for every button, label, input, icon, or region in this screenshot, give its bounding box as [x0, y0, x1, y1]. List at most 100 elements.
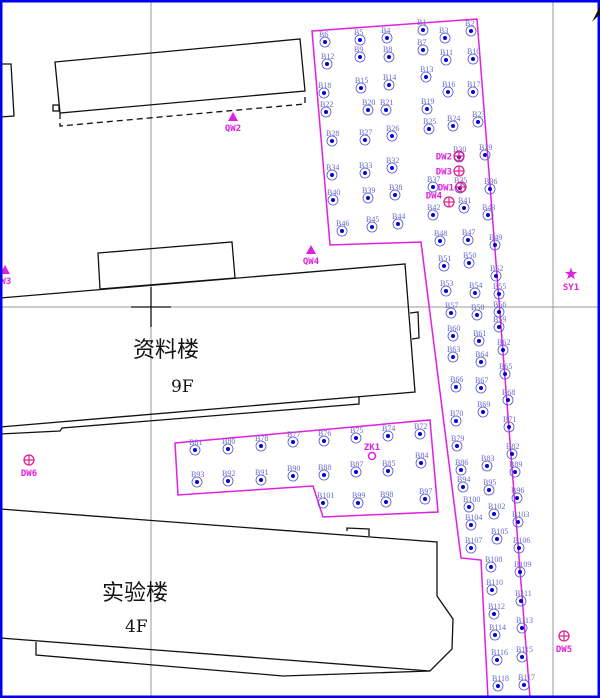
borehole[interactable]: B57: [445, 301, 458, 319]
borehole[interactable]: B14: [383, 73, 396, 91]
borehole[interactable]: B28: [326, 129, 339, 147]
borehole[interactable]: B75: [350, 426, 363, 444]
borehole[interactable]: B20: [362, 98, 375, 116]
borehole[interactable]: B108: [485, 555, 502, 573]
borehole[interactable]: B86: [455, 458, 468, 476]
borehole[interactable]: B99: [352, 491, 365, 509]
borehole[interactable]: B90: [287, 464, 300, 482]
borehole[interactable]: B104: [465, 513, 482, 531]
borehole[interactable]: B4: [381, 26, 393, 44]
borehole[interactable]: B50: [463, 251, 476, 269]
borehole[interactable]: B37: [427, 175, 440, 193]
borehole[interactable]: B64: [475, 350, 488, 368]
well-point[interactable]: DW6: [21, 454, 37, 479]
borehole[interactable]: B36: [484, 177, 497, 195]
borehole[interactable]: B103: [512, 510, 529, 528]
borehole[interactable]: B109: [514, 560, 531, 578]
borehole[interactable]: B52: [490, 264, 503, 282]
borehole[interactable]: B92: [222, 469, 235, 487]
borehole[interactable]: B55: [493, 282, 506, 300]
borehole[interactable]: B32: [386, 156, 399, 174]
borehole[interactable]: B53: [440, 279, 453, 297]
borehole[interactable]: B116: [491, 648, 508, 666]
borehole[interactable]: B66: [450, 375, 463, 393]
borehole[interactable]: B5: [354, 28, 366, 46]
borehole[interactable]: B59: [493, 315, 506, 333]
borehole[interactable]: B115: [516, 645, 533, 663]
borehole[interactable]: B7: [417, 38, 429, 56]
borehole[interactable]: B34: [326, 163, 339, 181]
borehole[interactable]: B98: [380, 490, 393, 508]
borehole[interactable]: B43: [482, 203, 495, 221]
borehole[interactable]: B9: [354, 45, 366, 63]
monitoring-point[interactable]: QW4: [303, 245, 320, 267]
borehole[interactable]: B3: [439, 26, 451, 44]
borehole[interactable]: B82: [506, 442, 519, 460]
borehole[interactable]: B23: [472, 110, 485, 128]
borehole[interactable]: B48: [434, 229, 447, 247]
borehole[interactable]: B85: [382, 459, 395, 477]
borehole[interactable]: B26: [386, 124, 399, 142]
borehole[interactable]: B11: [440, 48, 453, 66]
borehole[interactable]: B27: [359, 128, 372, 146]
borehole[interactable]: B54: [469, 281, 482, 299]
borehole[interactable]: B2: [465, 19, 477, 37]
well-point[interactable]: DW4: [426, 192, 455, 208]
borehole[interactable]: B93: [191, 470, 204, 488]
borehole[interactable]: B72: [414, 422, 427, 440]
borehole[interactable]: B49: [489, 233, 502, 251]
borehole[interactable]: B25: [423, 117, 436, 135]
borehole[interactable]: B6: [319, 30, 331, 48]
borehole[interactable]: B47: [462, 228, 475, 246]
borehole[interactable]: B41: [458, 196, 471, 214]
borehole[interactable]: B111: [515, 589, 532, 607]
borehole[interactable]: B1: [417, 18, 429, 36]
borehole[interactable]: B33: [359, 161, 372, 179]
well-point[interactable]: DW2: [436, 150, 465, 163]
borehole[interactable]: B70: [450, 409, 463, 427]
borehole[interactable]: B110: [486, 578, 503, 596]
borehole[interactable]: B19: [421, 97, 434, 115]
borehole[interactable]: B61: [473, 329, 486, 347]
borehole[interactable]: B117: [518, 673, 535, 691]
borehole[interactable]: B42: [427, 203, 440, 221]
borehole[interactable]: B16: [442, 80, 455, 98]
borehole[interactable]: B65: [499, 362, 512, 380]
borehole[interactable]: B91: [255, 468, 268, 486]
borehole[interactable]: B40: [327, 188, 340, 206]
borehole[interactable]: B76: [318, 429, 331, 447]
borehole[interactable]: B78: [255, 434, 268, 452]
borehole[interactable]: B83: [481, 454, 494, 472]
borehole[interactable]: B113: [516, 616, 533, 634]
borehole[interactable]: B17: [467, 80, 480, 98]
borehole[interactable]: B97: [419, 487, 432, 505]
borehole[interactable]: B63: [447, 345, 460, 363]
borehole[interactable]: B118: [492, 674, 509, 692]
borehole[interactable]: B8: [383, 45, 395, 63]
borehole[interactable]: B71: [503, 415, 516, 433]
borehole[interactable]: B94: [457, 475, 470, 493]
borehole[interactable]: B18: [318, 81, 331, 99]
borehole[interactable]: B45: [366, 215, 379, 233]
borehole[interactable]: B80: [222, 437, 235, 455]
borehole[interactable]: B106: [513, 536, 530, 554]
well-point[interactable]: DW1: [438, 181, 467, 194]
well-point[interactable]: DW5: [556, 630, 572, 655]
borehole[interactable]: B38: [389, 183, 402, 201]
borehole[interactable]: B68: [502, 388, 515, 406]
borehole[interactable]: B46: [336, 219, 349, 237]
borehole[interactable]: B10: [467, 47, 480, 65]
borehole[interactable]: B56: [493, 300, 506, 318]
borehole[interactable]: B95: [483, 478, 496, 496]
borehole[interactable]: B60: [447, 324, 460, 342]
monitoring-point[interactable]: SY1: [563, 267, 579, 294]
borehole[interactable]: B102: [488, 502, 505, 520]
borehole[interactable]: B79: [451, 434, 464, 452]
borehole[interactable]: B100: [463, 495, 480, 513]
borehole[interactable]: B29: [479, 143, 492, 161]
borehole[interactable]: B77: [287, 430, 300, 448]
borehole[interactable]: B12: [321, 52, 334, 70]
borehole[interactable]: B89: [509, 460, 522, 478]
borehole[interactable]: B101: [317, 491, 334, 509]
borehole[interactable]: B15: [355, 76, 368, 94]
